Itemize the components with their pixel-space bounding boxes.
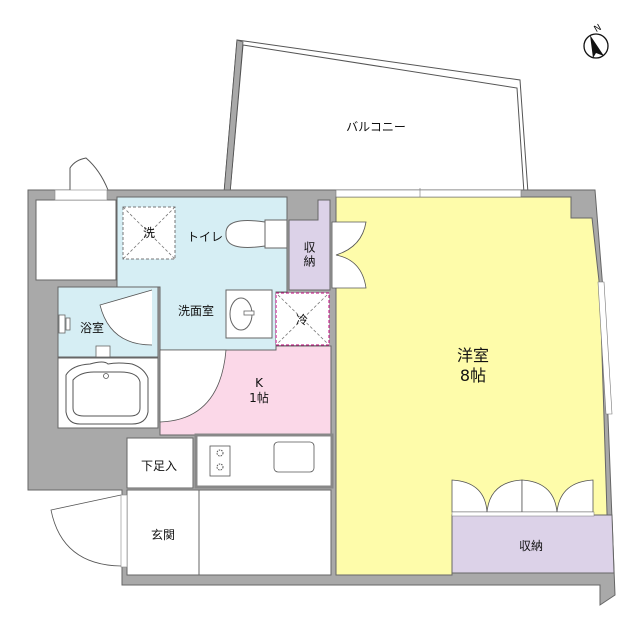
room-label-washer: 洗 [142,226,156,240]
toilet-fixture [225,219,288,249]
room-label-entrance: 玄関 [150,528,176,542]
closet-doors [451,479,595,517]
kitchen-sink-icon [273,441,315,473]
sink-fixture [225,289,273,339]
room-label-balcony: バルコニー [346,120,406,134]
closet-top-left [35,199,117,281]
kitchen-door-swing [159,349,227,423]
room-label-kitchen: K [255,376,263,390]
door-swing [69,157,109,191]
closet-door-swing [331,221,367,289]
entrance-door-swing [50,494,122,567]
entrance-area [126,489,200,576]
room-label-toilet: トイレ [186,230,224,244]
room-label-storage-large: 収納 [518,539,544,553]
stove-icon [209,445,231,477]
shoe-box [126,437,194,489]
hallway [198,489,332,576]
room-label-washroom: 洗面室 [177,304,215,318]
room-label-storage-small: 収納 [302,241,316,269]
room-size-kitchen: 1帖 [249,391,269,405]
room-size-western: 8帖 [459,366,487,385]
room-label-bathroom: 浴室 [79,321,105,335]
fridge-space [275,292,330,346]
room-label-fridge: 冷 [295,313,309,327]
room-label-western: 洋室 [456,346,490,365]
storage-small [288,199,331,291]
bathtub [57,357,159,429]
balcony-area [223,39,529,194]
north-arrow-icon [583,33,609,59]
room-label-shoe-box: 下足入 [140,459,178,473]
window-top [335,189,522,198]
bath-door-swing [99,289,153,346]
window-right [597,281,613,415]
